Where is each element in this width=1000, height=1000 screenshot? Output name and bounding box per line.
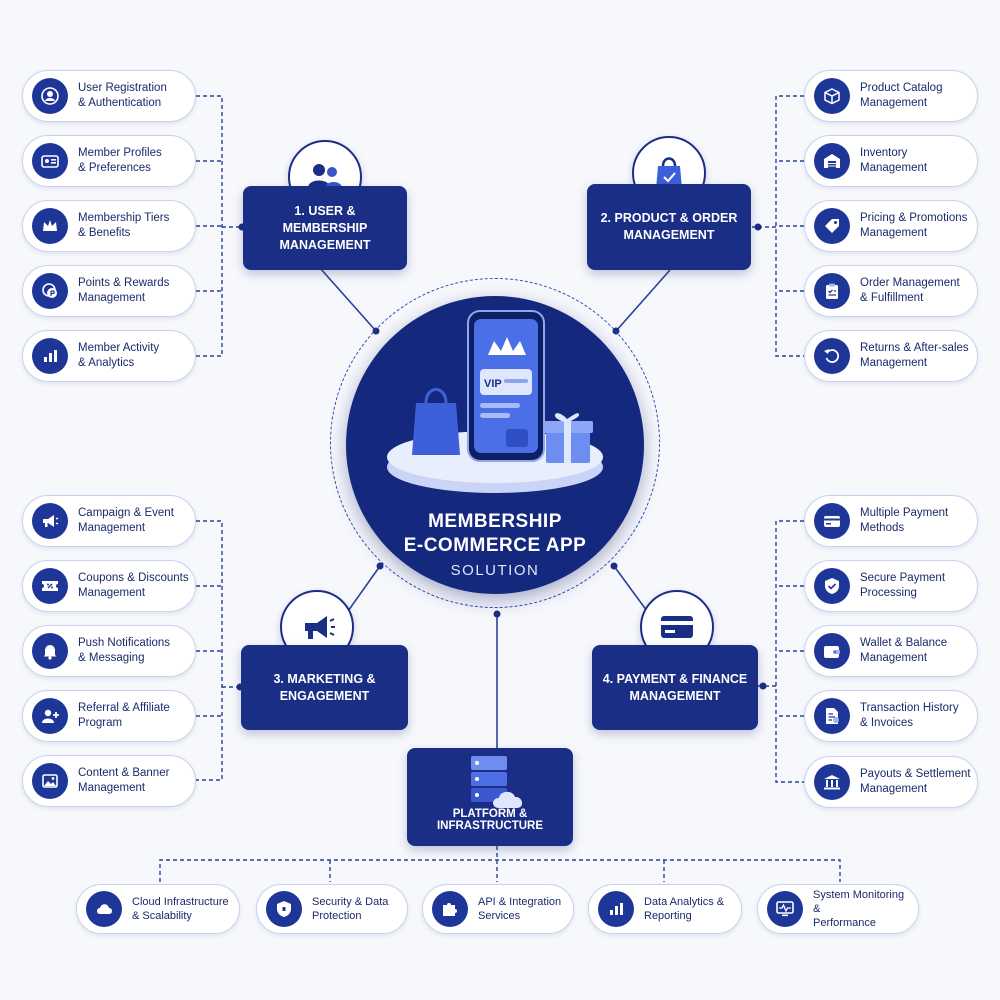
feature-label: Coupons & Discounts Management (78, 572, 189, 599)
feature-label: Data Analytics & Reporting (644, 896, 725, 922)
phone-vip-illustration: VIP (387, 310, 603, 493)
feature-campaign-event[interactable]: Campaign & Event Management (22, 495, 196, 547)
feature-label: Returns & After-sales Management (860, 342, 969, 369)
feature-label: Member Profiles & Preferences (78, 147, 162, 174)
puzzle-icon (432, 891, 468, 927)
feature-pricing-promotions[interactable]: Pricing & Promotions Management (804, 200, 978, 252)
feature-label: Payouts & Settlement Management (860, 768, 971, 795)
category-title: 3. MARKETING & ENGAGEMENT (273, 671, 376, 703)
feature-secure-payment[interactable]: Secure Payment Processing (804, 560, 978, 612)
feature-multiple-payment[interactable]: Multiple Payment Methods (804, 495, 978, 547)
clipboard-icon (814, 273, 850, 309)
server-cloud-icon (471, 756, 523, 808)
feature-label: Points & Rewards Management (78, 277, 170, 304)
crown-icon (32, 208, 68, 244)
monitor-icon (767, 891, 803, 927)
user-plus-icon (32, 698, 68, 734)
feature-product-catalog[interactable]: Product Catalog Management (804, 70, 978, 122)
shield-check-icon (814, 568, 850, 604)
box-icon (814, 78, 850, 114)
feature-label: Content & Banner Management (78, 767, 170, 794)
feature-label: Wallet & Balance Management (860, 637, 948, 664)
feature-api-integration[interactable]: API & Integration Services (422, 884, 574, 934)
megaphone-icon (32, 503, 68, 539)
category-title: 2. PRODUCT & ORDER MANAGEMENT (600, 211, 738, 242)
feature-label: Push Notifications & Messaging (78, 637, 171, 664)
feature-label: User Registration & Authentication (78, 82, 167, 109)
feature-order-management[interactable]: Order Management & Fulfillment (804, 265, 978, 317)
feature-push-notifications[interactable]: Push Notifications & Messaging (22, 625, 196, 677)
category-title: PLATFORM & INFRASTRUCTURE (436, 808, 544, 832)
bell-icon (32, 633, 68, 669)
feature-transaction-history[interactable]: Transaction History & Invoices (804, 690, 978, 742)
category-user-membership[interactable]: 1. USER & MEMBERSHIP MANAGEMENT (243, 186, 407, 270)
id-card-icon (32, 143, 68, 179)
category-product-order[interactable]: 2. PRODUCT & ORDER MANAGEMENT (587, 184, 751, 270)
feature-label: Cloud Infrastructure & Scalability (132, 896, 229, 922)
feature-coupons-discounts[interactable]: Coupons & Discounts Management (22, 560, 196, 612)
feature-data-analytics[interactable]: Data Analytics & Reporting (588, 884, 742, 934)
feature-label: Secure Payment Processing (860, 572, 946, 599)
feature-label: Inventory Management (860, 147, 928, 174)
vip-label: VIP (484, 378, 502, 390)
coupon-icon (32, 568, 68, 604)
category-marketing[interactable]: 3. MARKETING & ENGAGEMENT (241, 645, 408, 730)
feature-label: Member Activity & Analytics (78, 342, 160, 369)
hub-title: MEMBERSHIP E-COMMERCE APP (403, 511, 587, 556)
feature-referral-affiliate[interactable]: Referral & Affiliate Program (22, 690, 196, 742)
feature-label: Multiple Payment Methods (860, 507, 949, 534)
cloud-icon (86, 891, 122, 927)
category-title: 4. PAYMENT & FINANCE MANAGEMENT (602, 671, 748, 703)
feature-label: Referral & Affiliate Program (78, 702, 170, 729)
shield-icon (266, 891, 302, 927)
return-icon (814, 338, 850, 374)
user-circle-icon (32, 78, 68, 114)
feature-inventory[interactable]: Inventory Management (804, 135, 978, 187)
invoice-icon (814, 698, 850, 734)
category-title: 1. USER & MEMBERSHIP MANAGEMENT (279, 203, 371, 252)
feature-content-banner[interactable]: Content & Banner Management (22, 755, 196, 807)
warehouse-icon (814, 143, 850, 179)
feature-membership-tiers[interactable]: Membership Tiers & Benefits (22, 200, 196, 252)
feature-label: System Monitoring & Performance (813, 889, 905, 929)
feature-member-activity[interactable]: Member Activity & Analytics (22, 330, 196, 382)
category-payment-finance[interactable]: 4. PAYMENT & FINANCE MANAGEMENT (592, 645, 758, 730)
feature-label: Product Catalog Management (860, 82, 943, 109)
feature-label: Transaction History & Invoices (860, 702, 959, 729)
bar-chart-icon (598, 891, 634, 927)
price-tag-icon (814, 208, 850, 244)
hub-ring (330, 278, 660, 608)
feature-label: Campaign & Event Management (78, 507, 174, 534)
bank-icon (814, 764, 850, 800)
feature-points-rewards[interactable]: Points & Rewards Management (22, 265, 196, 317)
feature-security-data[interactable]: Security & Data Protection (256, 884, 408, 934)
wallet-icon (814, 633, 850, 669)
coins-icon (32, 273, 68, 309)
feature-label: API & Integration Services (478, 896, 562, 922)
feature-label: Order Management & Fulfillment (860, 277, 960, 304)
feature-wallet-balance[interactable]: Wallet & Balance Management (804, 625, 978, 677)
feature-label: Pricing & Promotions Management (860, 212, 968, 239)
feature-label: Security & Data Protection (312, 896, 389, 922)
feature-label: Membership Tiers & Benefits (78, 212, 170, 239)
feature-returns[interactable]: Returns & After-sales Management (804, 330, 978, 382)
feature-user-registration[interactable]: User Registration & Authentication (22, 70, 196, 122)
feature-payouts-settlement[interactable]: Payouts & Settlement Management (804, 756, 978, 808)
hub-subtitle: SOLUTION (450, 562, 540, 579)
feature-member-profiles[interactable]: Member Profiles & Preferences (22, 135, 196, 187)
feature-cloud-infrastructure[interactable]: Cloud Infrastructure & Scalability (76, 884, 240, 934)
card-icon (814, 503, 850, 539)
bar-chart-icon (32, 338, 68, 374)
category-platform-infrastructure[interactable]: PLATFORM & INFRASTRUCTURE (407, 748, 573, 846)
image-icon (32, 763, 68, 799)
feature-system-monitoring[interactable]: System Monitoring & Performance (757, 884, 919, 934)
